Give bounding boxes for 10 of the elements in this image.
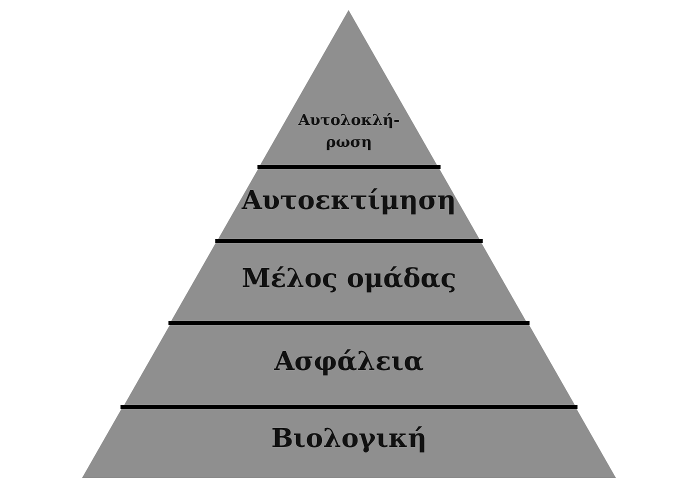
level-label: Βιολογική [270,424,428,454]
pyramid-level [170,241,528,323]
level-label: Αυτολοκλή-ρωση [297,110,401,153]
level-label: Αυτοεκτίμηση [240,186,458,216]
pyramid-level [122,323,576,407]
level-label: Μέλος ομάδας [240,264,458,294]
pyramid-level [259,10,439,167]
pyramid-level [82,407,616,478]
pyramid-level [217,167,481,241]
level-label: Ασφάλεια [273,346,425,377]
